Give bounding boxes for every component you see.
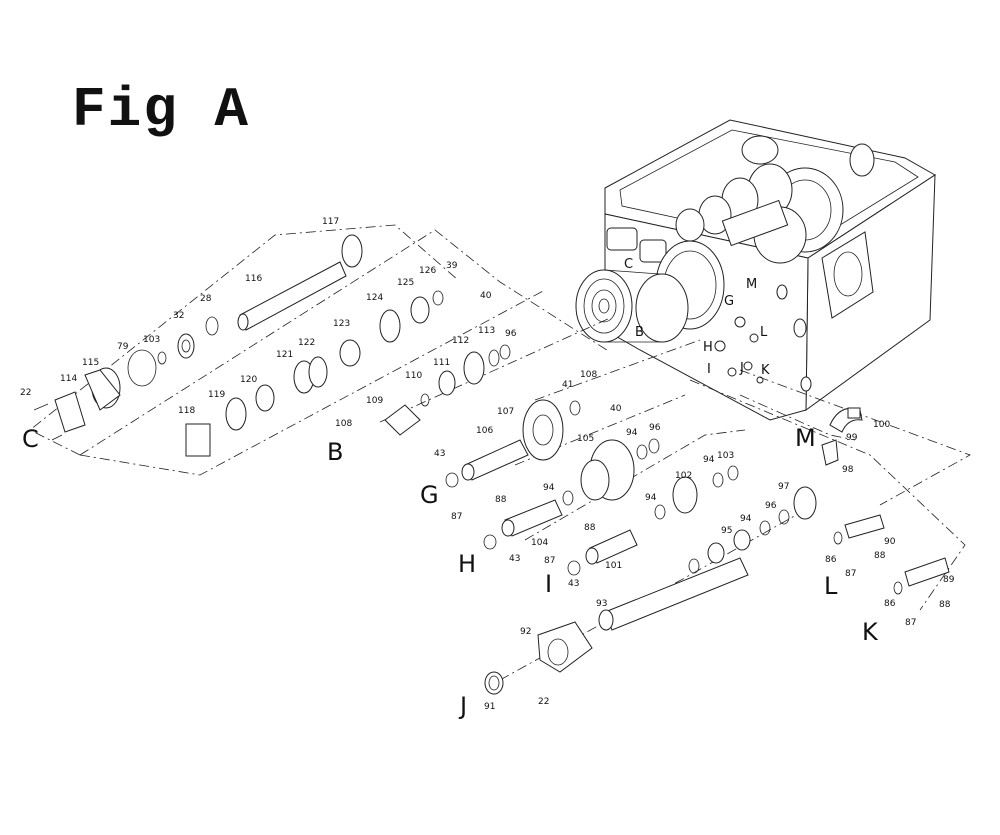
- part-number-label: 101: [605, 561, 622, 571]
- group-label: L: [824, 572, 838, 600]
- part-number-label: 88: [495, 495, 507, 505]
- part-number-label: 126: [419, 266, 436, 276]
- part-number-label: 28: [200, 294, 212, 304]
- part-number-label: 108: [580, 370, 597, 380]
- part-number-label: 88: [939, 600, 951, 610]
- part-number-label: 99: [846, 433, 858, 443]
- housing-location-label: K: [761, 363, 770, 378]
- part-number-label: 125: [397, 278, 414, 288]
- part-number-label: 88: [584, 523, 596, 533]
- housing-location-label: C: [624, 257, 633, 272]
- part-number-label: 32: [173, 311, 184, 321]
- part-number-label: 41: [562, 380, 573, 390]
- group-label: J: [458, 692, 467, 720]
- part-number-label: 120: [240, 375, 257, 385]
- part-number-label: 40: [480, 291, 492, 301]
- part-number-label: 106: [476, 426, 493, 436]
- part-number-label: 79: [117, 342, 129, 352]
- part-number-label: 124: [366, 293, 383, 303]
- part-number-label: 87: [451, 512, 462, 522]
- part-number-label: 88: [874, 551, 886, 561]
- part-number-label: 92: [520, 627, 531, 637]
- part-number-label: 87: [544, 556, 555, 566]
- group-label: H: [458, 550, 476, 578]
- part-number-label: 100: [873, 420, 890, 430]
- part-number-label: 108: [335, 419, 352, 429]
- part-shapes: [33, 234, 950, 695]
- part-number-label: 103: [143, 335, 160, 345]
- part-number-label: 114: [60, 374, 77, 384]
- part-number-label: 109: [366, 396, 383, 406]
- part-number-label: 103: [717, 451, 734, 461]
- group-label: I: [545, 570, 552, 598]
- part-number-label: 98: [842, 465, 854, 475]
- part-number-label: 111: [433, 358, 450, 368]
- part-number-label: 40: [610, 404, 622, 414]
- part-number-label: 90: [884, 537, 896, 547]
- part-number-label: 118: [178, 406, 195, 416]
- part-number-label: 94: [543, 483, 555, 493]
- part-number-label: 93: [596, 599, 607, 609]
- housing-location-label: J: [739, 361, 744, 376]
- housing-location-label: B: [635, 325, 644, 340]
- part-number-label: 119: [208, 390, 225, 400]
- part-number-label: 96: [649, 423, 661, 433]
- part-number-label: 117: [322, 217, 339, 227]
- part-number-label: 22: [538, 697, 549, 707]
- part-number-label: 96: [765, 501, 777, 511]
- part-number-label: 102: [675, 471, 692, 481]
- group-label: M: [795, 424, 816, 452]
- part-number-label: 96: [505, 329, 517, 339]
- part-number-label: 43: [434, 449, 445, 459]
- part-number-label: 43: [568, 579, 579, 589]
- part-number-label: 105: [577, 434, 594, 444]
- part-number-label: 94: [645, 493, 657, 503]
- part-number-label: 95: [721, 526, 732, 536]
- part-number-label: 43: [509, 554, 520, 564]
- housing-location-label: H: [703, 340, 713, 355]
- assembly-guide-lines: [29, 224, 971, 681]
- part-number-label: 116: [245, 274, 262, 284]
- part-number-label: 104: [531, 538, 548, 548]
- part-number-label: 97: [778, 482, 789, 492]
- part-number-label: 94: [626, 428, 638, 438]
- part-number-label: 112: [452, 336, 469, 346]
- housing-location-label: M: [746, 277, 757, 292]
- part-number-label: 87: [905, 618, 916, 628]
- group-label: C: [22, 425, 39, 453]
- part-number-label: 86: [825, 555, 837, 565]
- part-number-label: 86: [884, 599, 896, 609]
- part-number-label: 121: [276, 350, 293, 360]
- part-number-label: 91: [484, 702, 495, 712]
- group-label: B: [327, 438, 343, 466]
- figure-title: Fig A: [72, 78, 251, 142]
- housing-location-label: I: [707, 362, 711, 377]
- part-number-label: 22: [20, 388, 31, 398]
- part-number-label: 113: [478, 326, 495, 336]
- gearbox-housing: [575, 119, 936, 421]
- group-label: G: [420, 481, 439, 509]
- part-number-label: 94: [703, 455, 715, 465]
- part-number-label: 107: [497, 407, 514, 417]
- part-number-label: 115: [82, 358, 99, 368]
- part-number-label: 122: [298, 338, 315, 348]
- housing-location-label: G: [724, 294, 734, 309]
- part-number-label: 123: [333, 319, 350, 329]
- part-number-label: 94: [740, 514, 752, 524]
- housing-location-label: L: [760, 325, 768, 340]
- part-number-label: 87: [845, 569, 856, 579]
- part-number-label: 89: [943, 575, 955, 585]
- group-label: K: [862, 618, 879, 646]
- part-number-label: 110: [405, 371, 422, 381]
- part-number-label: 39: [446, 261, 458, 271]
